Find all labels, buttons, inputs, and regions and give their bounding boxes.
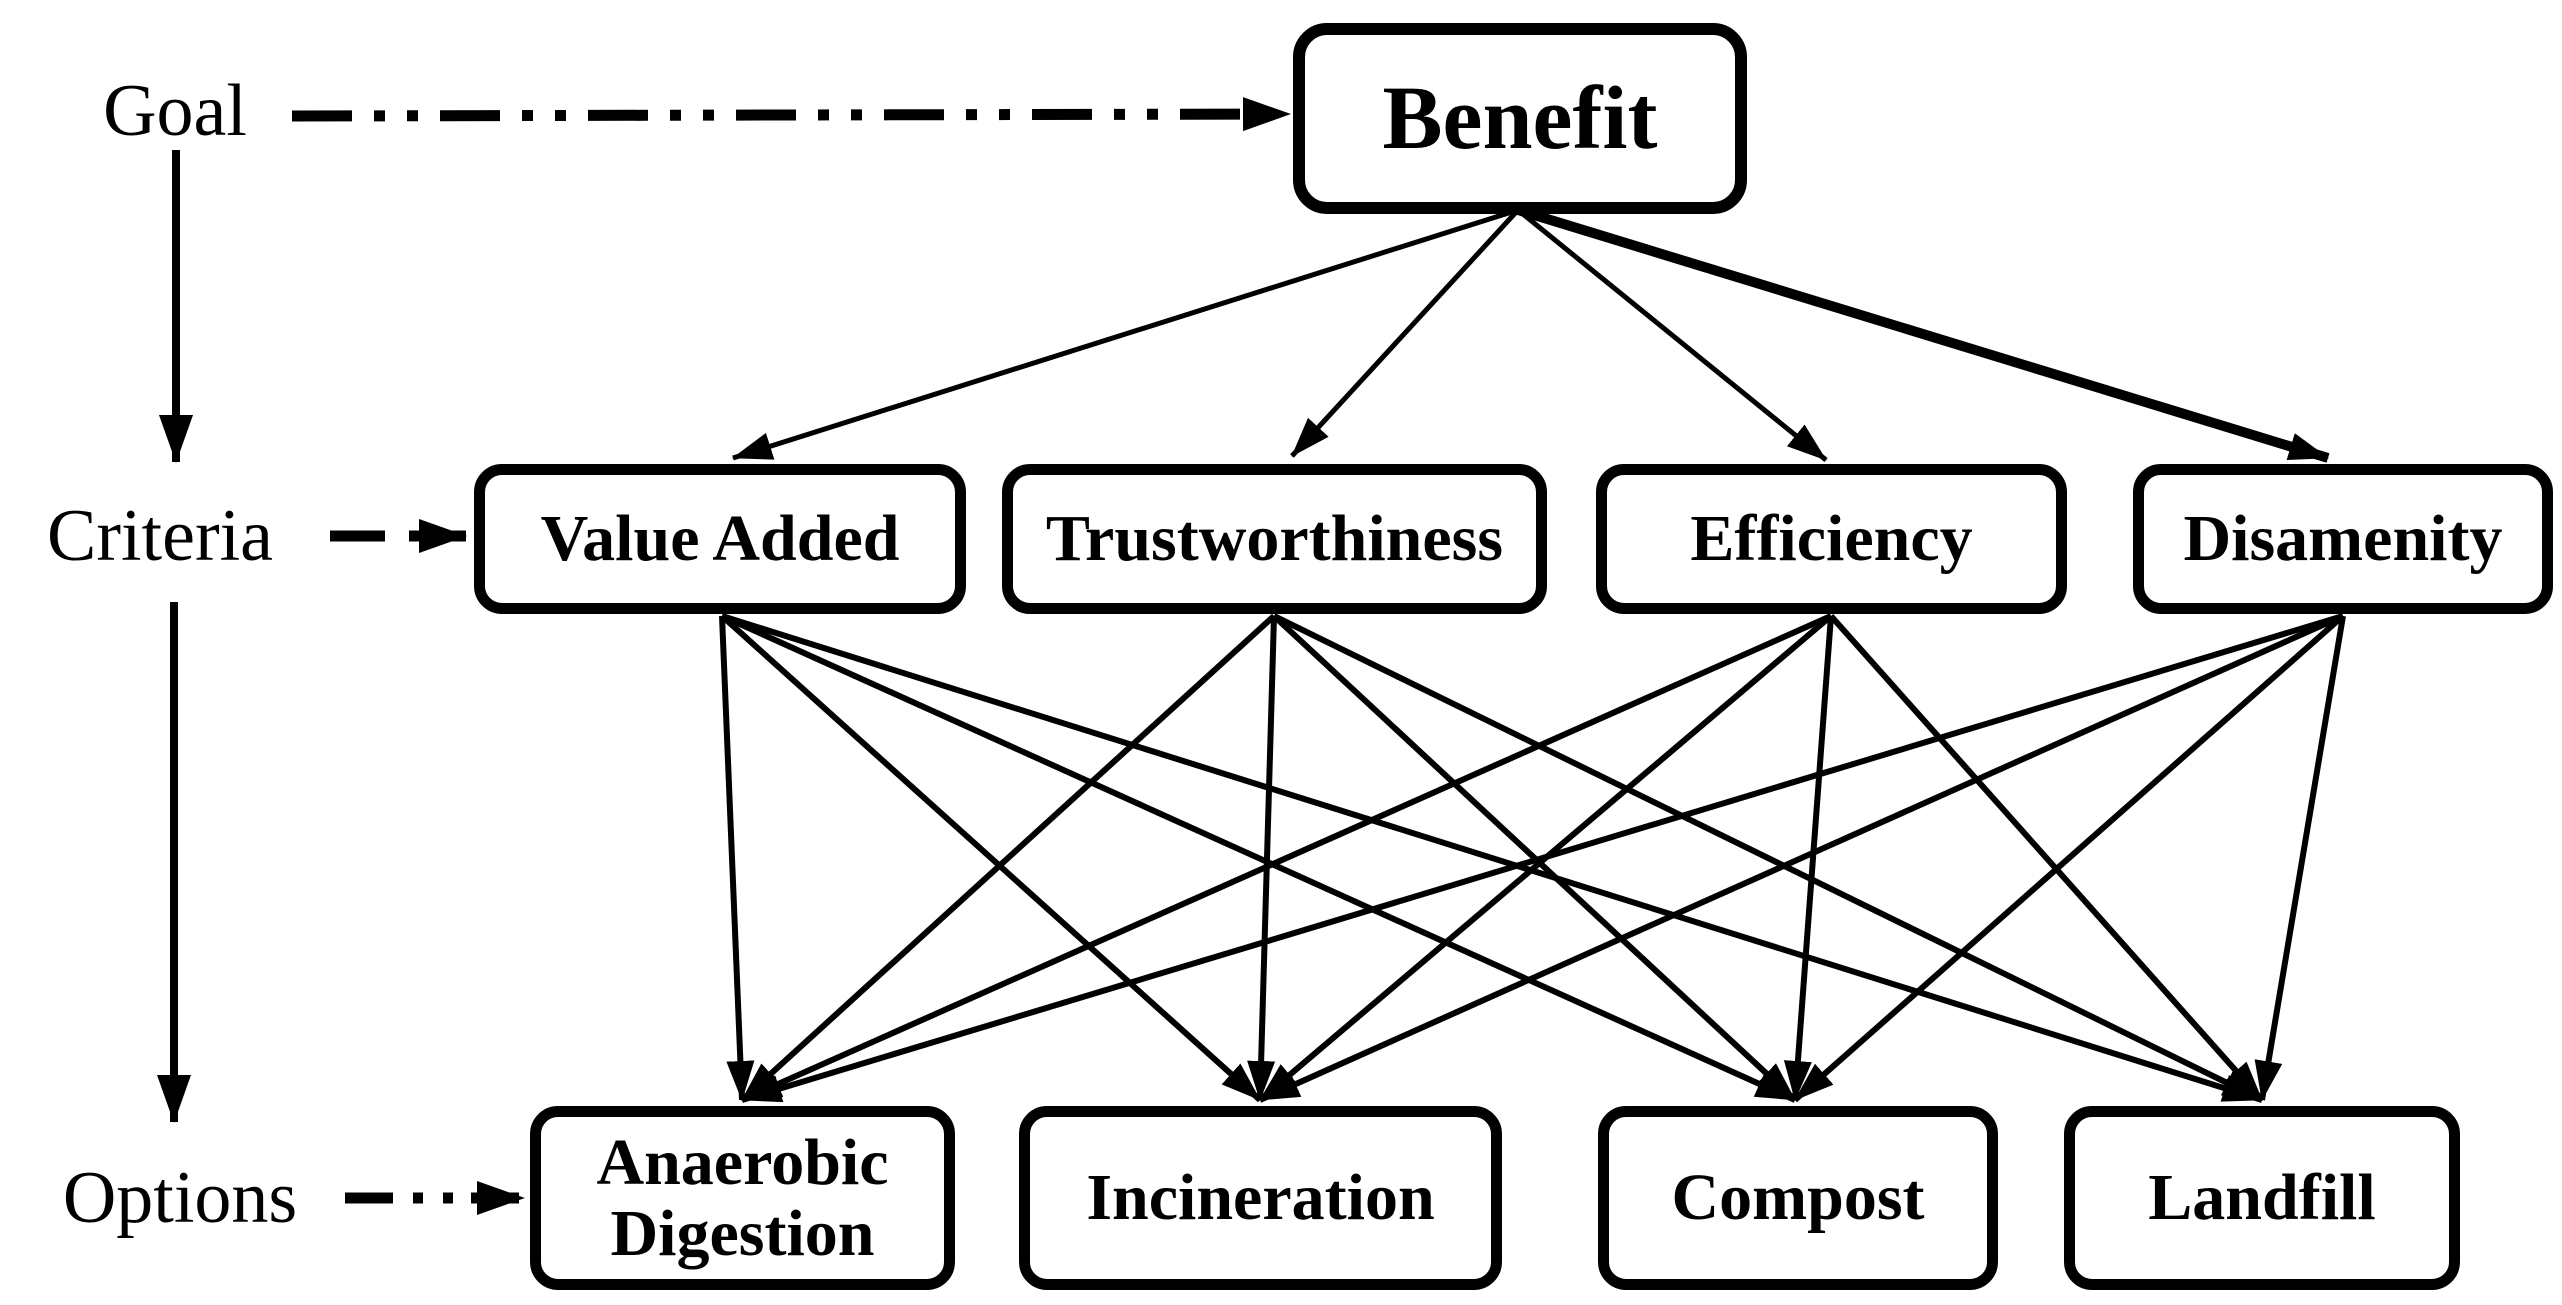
option-node-incineration: Incineration [1019,1106,1502,1290]
edge-benefit-to-trustworthiness [1290,208,1520,458]
option-node-anaerobic-digestion: Anaerobic Digestion [530,1106,955,1290]
benefit-to-criteria-edges [732,205,2330,463]
edge-trustworthiness-to-compost [1271,613,1798,1103]
edge-trustworthiness-to-landfill [1272,613,2264,1103]
edge-benefit-to-disamenity [1516,205,2330,463]
edge-disamenity-to-anaerobic [741,613,2344,1103]
edge-value-added-to-anaerobic [719,615,755,1101]
goal-node-benefit: Benefit [1293,23,1747,214]
criteria-node-efficiency: Efficiency [1596,464,2067,614]
edge-efficiency-to-anaerobic [740,613,1833,1103]
edge-value-added-to-landfill [721,613,2263,1103]
edge-benefit-to-efficiency [1516,208,1828,462]
edge-disamenity-to-landfill [2254,615,2346,1101]
edge-efficiency-to-compost [1783,615,1834,1101]
level-guide-arrows [157,97,1291,1215]
edge-trustworthiness-to-anaerobic [739,613,1277,1103]
criteria-node-trustworthiness: Trustworthiness [1002,464,1547,614]
edge-goal-to-benefit [291,97,1291,132]
edge-efficiency-to-incineration [1258,613,1833,1103]
criteria-node-disamenity: Disamenity [2133,464,2553,614]
criteria-to-options-edges [719,613,2346,1103]
edge-disamenity-to-compost [1793,613,2345,1103]
edge-benefit-to-value-added [732,207,1519,461]
edge-value-added-to-compost [720,613,1797,1103]
level-label-options: Options [62,1157,298,1239]
level-label-goal: Goal [103,70,247,152]
option-node-landfill: Landfill [2064,1106,2460,1290]
edge-efficiency-to-landfill [1828,614,2265,1102]
edge-trustworthiness-to-incineration [1247,615,1277,1101]
option-node-compost: Compost [1598,1106,1998,1290]
level-label-criteria: Criteria [46,495,273,577]
edge-disamenity-to-incineration [1258,613,2345,1103]
criteria-node-value-added: Value Added [474,464,966,614]
edge-value-added-to-incineration [719,613,1263,1103]
